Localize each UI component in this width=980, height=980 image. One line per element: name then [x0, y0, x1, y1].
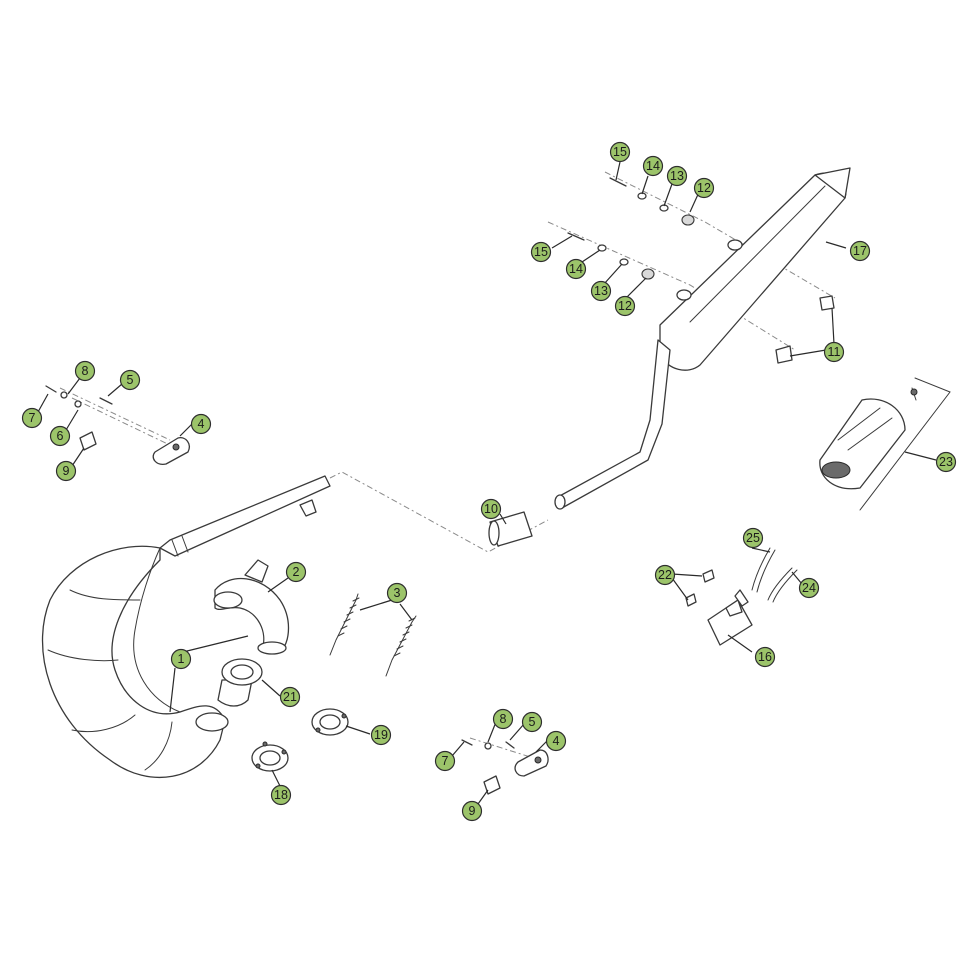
svg-text:11: 11	[828, 345, 841, 359]
callout-18: 18	[270, 784, 292, 806]
callout-16: 16	[754, 646, 776, 668]
svg-text:6: 6	[57, 429, 64, 443]
callout-19: 19	[370, 724, 392, 746]
svg-text:24: 24	[802, 581, 816, 595]
callout-17: 17	[849, 240, 871, 262]
svg-text:7: 7	[442, 754, 449, 768]
assembly-lines	[59, 171, 836, 761]
svg-text:4: 4	[553, 734, 560, 748]
svg-text:25: 25	[746, 531, 760, 545]
silencer-muffler	[554, 167, 851, 510]
svg-text:17: 17	[853, 244, 867, 258]
callout-11: 11	[823, 341, 845, 363]
callout-12-top: 12	[693, 177, 715, 199]
exhaust-springs	[329, 593, 417, 677]
svg-text:8: 8	[500, 712, 507, 726]
svg-text:19: 19	[374, 728, 388, 742]
silencer-fasteners	[567, 177, 695, 280]
callout-13-top: 13	[666, 165, 688, 187]
svg-text:22: 22	[658, 568, 672, 582]
callout-10: 10	[480, 498, 502, 520]
svg-text:2: 2	[293, 565, 300, 579]
svg-text:13: 13	[670, 169, 684, 183]
flange-connector-21	[217, 658, 263, 707]
svg-text:10: 10	[484, 502, 498, 516]
callout-7-right: 7	[434, 750, 456, 772]
callout-15-top: 15	[609, 141, 631, 163]
svg-text:13: 13	[594, 284, 608, 298]
svg-text:15: 15	[613, 145, 627, 159]
callout-9-left: 9	[55, 460, 77, 482]
callout-24: 24	[798, 577, 820, 599]
callout-8-right: 8	[492, 708, 514, 730]
svg-text:14: 14	[569, 262, 583, 276]
callout-7-left: 7	[21, 407, 43, 429]
callout-2: 2	[285, 561, 307, 583]
callout-9-right: 9	[461, 800, 483, 822]
callout-23: 23	[935, 451, 957, 473]
sleeve-10	[488, 511, 533, 547]
callout-4-left: 4	[190, 413, 212, 435]
mounting-hardware-right	[461, 739, 549, 795]
leader-lines	[37, 161, 937, 805]
bolts-22	[685, 569, 715, 607]
callout-4-right: 4	[545, 730, 567, 752]
callout-13-bottom: 13	[590, 280, 612, 302]
bracket-16	[707, 589, 753, 646]
svg-text:5: 5	[127, 373, 134, 387]
svg-text:5: 5	[529, 715, 536, 729]
svg-text:12: 12	[697, 181, 711, 195]
gasket-ring-19	[311, 708, 349, 736]
svg-text:4: 4	[198, 417, 205, 431]
callout-22: 22	[654, 564, 676, 586]
svg-text:8: 8	[82, 364, 89, 378]
mounting-hardware-left	[45, 385, 190, 465]
callout-21: 21	[279, 686, 301, 708]
svg-text:7: 7	[29, 411, 36, 425]
exhaust-manifold-elbow	[213, 559, 290, 655]
callout-3: 3	[386, 582, 408, 604]
callout-6: 6	[49, 425, 71, 447]
callout-8-left: 8	[74, 360, 96, 382]
hoses-24-25	[751, 547, 798, 603]
callout-14-top: 14	[642, 155, 664, 177]
clip-nuts-11	[775, 295, 835, 364]
svg-text:14: 14	[646, 159, 660, 173]
callout-5-right: 5	[521, 711, 543, 733]
callout-1: 1	[170, 648, 192, 670]
callout-15-bottom: 15	[530, 241, 552, 263]
callout-5-left: 5	[119, 369, 141, 391]
callout-25: 25	[742, 527, 764, 549]
svg-text:12: 12	[618, 299, 632, 313]
svg-text:9: 9	[469, 804, 476, 818]
svg-text:9: 9	[63, 464, 70, 478]
svg-text:18: 18	[274, 788, 288, 802]
svg-text:3: 3	[394, 586, 401, 600]
callout-14-bottom: 14	[565, 258, 587, 280]
expansion-chamber-pipe	[41, 475, 331, 779]
svg-text:1: 1	[178, 652, 185, 666]
svg-text:23: 23	[939, 455, 953, 469]
gasket-ring-18	[251, 741, 289, 772]
svg-text:21: 21	[283, 690, 297, 704]
callout-12-bottom: 12	[614, 295, 636, 317]
silencer-protector-23	[819, 377, 951, 511]
svg-text:16: 16	[758, 650, 772, 664]
svg-text:15: 15	[534, 245, 548, 259]
